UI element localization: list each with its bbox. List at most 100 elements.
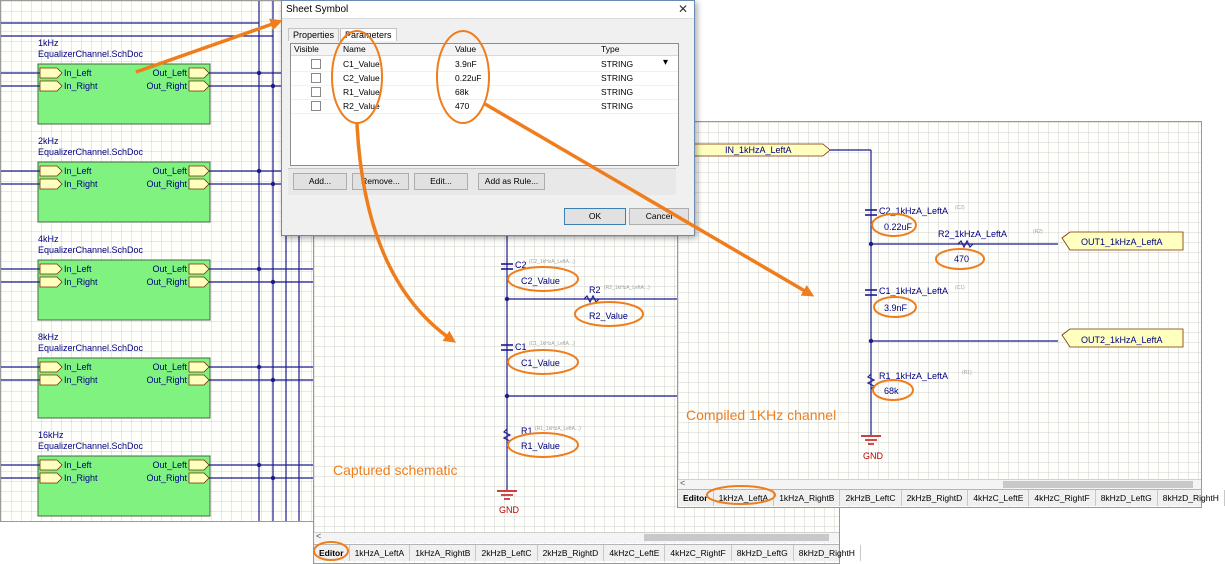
junction-dot <box>270 279 276 285</box>
c1-value: C1_Value <box>521 358 560 368</box>
left-schematic-wires: 1kHzEqualizerChannel.SchDocIn_LeftIn_Rig… <box>1 1 314 521</box>
tab-sheet[interactable]: 1kHzA_LeftA <box>350 545 411 561</box>
tab-sheet[interactable]: 1kHzA_RightB <box>774 490 841 506</box>
table-row[interactable]: C2_Value 0.22uF STRING <box>291 71 678 86</box>
sheet-entry-label: In_Right <box>64 81 98 91</box>
param-type[interactable]: STRING <box>601 87 634 97</box>
sheet-entry-in-left <box>39 165 63 177</box>
tab-sheet[interactable]: 2kHzB_RightD <box>538 545 605 561</box>
r1-ref: R1 <box>521 426 533 436</box>
tab-editor[interactable]: Editor <box>678 490 714 506</box>
param-type[interactable]: STRING <box>601 101 634 111</box>
sheet-entry-label: In_Right <box>64 375 98 385</box>
tab-sheet[interactable]: 8kHzD_RightH <box>1158 490 1225 506</box>
col-visible[interactable]: Visible <box>294 44 319 54</box>
tab-editor[interactable]: Editor <box>314 545 350 561</box>
edit-button[interactable]: Edit... <box>414 173 468 190</box>
junction-dot <box>256 462 262 468</box>
tab-sheet[interactable]: 1kHzA_RightB <box>410 545 477 561</box>
c1-designator: (C1_1kHzA_LeftA...) <box>529 341 575 347</box>
cancel-button[interactable]: Cancel <box>629 208 689 225</box>
c1-ref: C1 <box>515 342 527 352</box>
r2-designator: (R2) <box>1033 229 1043 235</box>
sheet-freq-label: 4kHz <box>38 234 59 244</box>
sheet-entry-label: Out_Right <box>146 81 187 91</box>
scroll-left-arrow-icon[interactable]: < <box>316 531 322 541</box>
col-type[interactable]: Type <box>601 44 620 54</box>
param-type[interactable]: STRING <box>601 59 634 69</box>
out2-port <box>1061 328 1184 348</box>
c1-ref: C1_1kHzA_LeftA <box>879 286 948 296</box>
tab-sheet[interactable]: 2kHzB_RightD <box>902 490 969 506</box>
tab-properties[interactable]: Properties <box>288 28 340 41</box>
sheet-symbol <box>37 161 211 223</box>
table-row[interactable]: R2_Value 470 STRING <box>291 99 678 114</box>
add-button[interactable]: Add... <box>293 173 347 190</box>
tab-sheet[interactable]: 4kHzC_LeftE <box>604 545 666 561</box>
tab-sheet[interactable]: 2kHzB_LeftC <box>840 490 902 506</box>
junction-dot <box>256 266 262 272</box>
sheet-entry-out-right <box>188 178 210 190</box>
sheet-entry-out-left <box>188 263 210 275</box>
visible-checkbox[interactable] <box>311 87 321 97</box>
sheet-symbol <box>37 63 211 125</box>
out1-port <box>1061 231 1184 251</box>
r2-designator: (R2_1kHzA_LeftA...) <box>604 285 650 291</box>
tab-sheet[interactable]: 2kHzB_LeftC <box>476 545 538 561</box>
param-value[interactable]: 3.9nF <box>455 59 477 69</box>
sheet-entry-in-right <box>39 374 63 386</box>
junction-dot <box>868 338 874 344</box>
tab-sheet[interactable]: 4kHzC_RightF <box>1029 490 1096 506</box>
scroll-thumb[interactable] <box>644 534 829 541</box>
add-as-rule-button[interactable]: Add as Rule... <box>478 173 545 190</box>
tab-sheet[interactable]: 1kHzA_LeftA <box>714 490 775 506</box>
scroll-left-arrow-icon[interactable]: < <box>680 478 686 488</box>
scroll-thumb[interactable] <box>1003 481 1193 488</box>
param-name: R1_Value <box>343 87 380 97</box>
tab-sheet[interactable]: 4kHzC_LeftE <box>968 490 1030 506</box>
sheet-entry-label: Out_Right <box>146 375 187 385</box>
r2-ref: R2 <box>589 285 601 295</box>
visible-checkbox[interactable] <box>311 101 321 111</box>
sheet-entry-out-left <box>188 165 210 177</box>
param-value[interactable]: 0.22uF <box>455 73 482 83</box>
tab-sheet[interactable]: 8kHzD_LeftG <box>1096 490 1158 506</box>
chevron-down-icon[interactable]: ▾ <box>663 57 669 68</box>
captured-hscroll[interactable]: < <box>314 531 839 543</box>
c1-designator: (C1) <box>955 285 965 291</box>
ok-button[interactable]: OK <box>564 208 626 225</box>
tab-parameters[interactable]: Parameters <box>340 28 397 41</box>
sheet-freq-label: 1kHz <box>38 38 59 48</box>
junction-dot <box>504 393 510 399</box>
remove-button[interactable]: Remove... <box>352 173 409 190</box>
param-value[interactable]: 470 <box>455 101 470 111</box>
junction-dot <box>270 83 276 89</box>
sheet-entry-label: Out_Left <box>152 166 187 176</box>
c2-designator: (C2) <box>955 205 965 211</box>
c1-value: 3.9nF <box>884 303 908 313</box>
r2-value: R2_Value <box>589 311 628 321</box>
tab-sheet[interactable]: 8kHzD_LeftG <box>732 545 794 561</box>
tab-sheet[interactable]: 4kHzC_RightF <box>665 545 732 561</box>
param-value[interactable]: 68k <box>455 87 469 97</box>
sheet-freq-label: 16kHz <box>38 430 64 440</box>
junction-dot <box>868 241 874 247</box>
c2-value: 0.22uF <box>884 222 913 232</box>
compiled-schematic-wires: IN_1kHzA_LeftAC2_1kHzA_LeftA(C2)0.22uFR2… <box>692 143 1184 461</box>
out1-label: OUT1_1kHzA_LeftA <box>1081 237 1163 247</box>
col-name[interactable]: Name <box>343 44 366 54</box>
close-icon[interactable]: ✕ <box>677 2 688 16</box>
sheet-entry-in-right <box>39 276 63 288</box>
visible-checkbox[interactable] <box>311 59 321 69</box>
junction-dot <box>256 168 262 174</box>
visible-checkbox[interactable] <box>311 73 321 83</box>
table-row[interactable]: C1_Value 3.9nF STRING ▾ <box>291 57 678 72</box>
table-row[interactable]: R1_Value 68k STRING <box>291 85 678 100</box>
col-value[interactable]: Value <box>455 44 477 54</box>
param-type[interactable]: STRING <box>601 73 634 83</box>
sheet-symbol <box>37 455 211 517</box>
tab-sheet[interactable]: 8kHzD_RightH <box>794 545 861 561</box>
compiled-hscroll[interactable]: < <box>678 478 1201 490</box>
